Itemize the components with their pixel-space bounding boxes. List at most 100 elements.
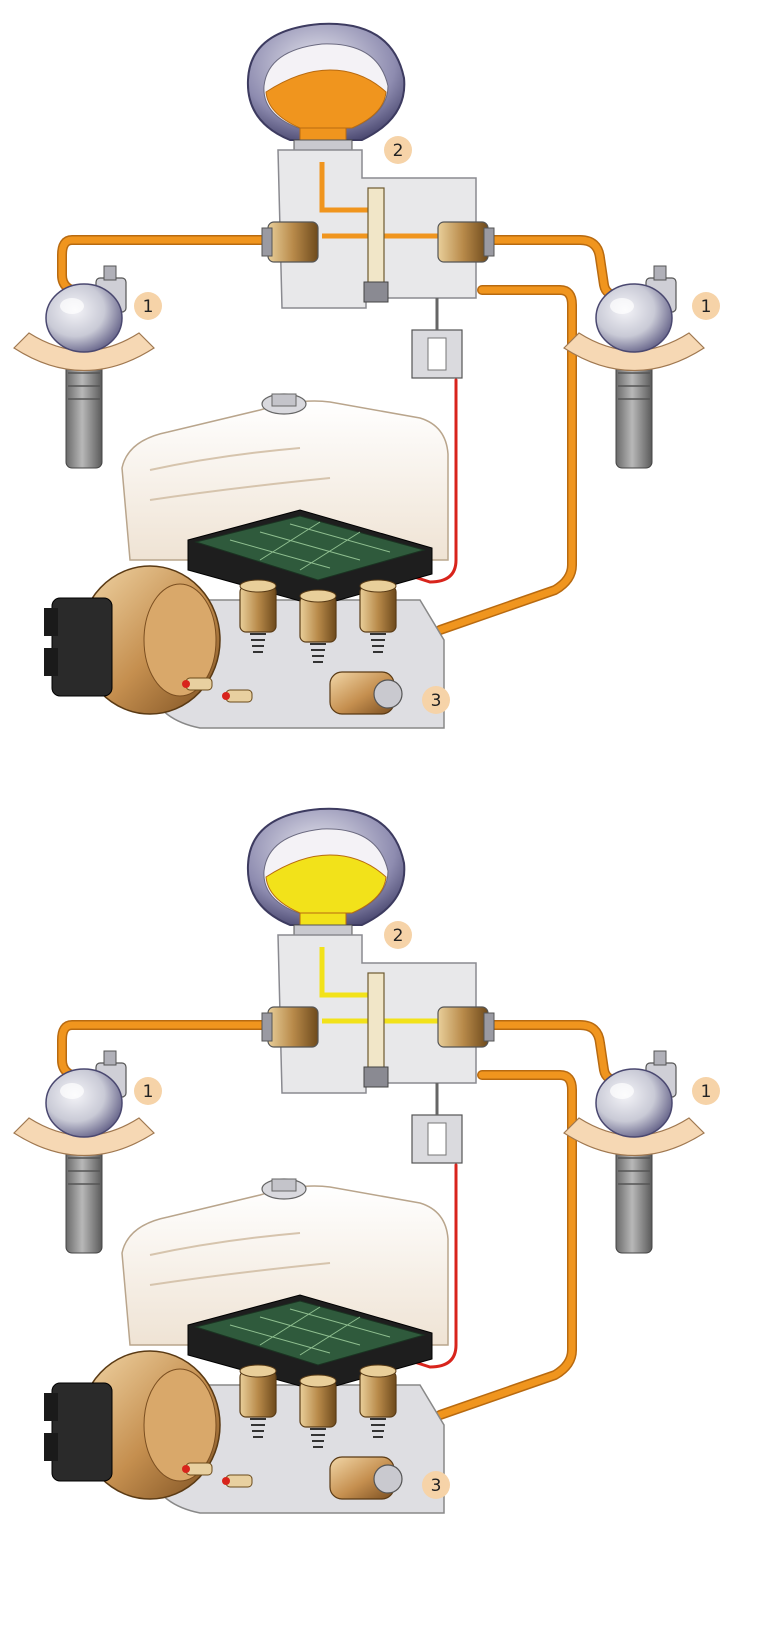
spool-valve-end xyxy=(363,1066,389,1088)
callout-left-sphere: 1 xyxy=(134,1077,162,1105)
right-sphere-unit-sphere xyxy=(595,283,673,353)
fluid-reservoir xyxy=(121,393,449,561)
left-sphere-unit-sphere xyxy=(45,283,123,353)
fluid-reservoir xyxy=(121,1178,449,1346)
solenoid-valve-3 xyxy=(359,1370,397,1418)
signal-wire xyxy=(403,1163,458,1369)
callout-right-sphere-label: 1 xyxy=(701,297,712,317)
spool-valve-end xyxy=(363,281,389,303)
pump-outlet-2-tip xyxy=(222,1477,230,1485)
callout-accumulator-label: 2 xyxy=(393,926,404,946)
return-line xyxy=(436,286,576,634)
spool-valve xyxy=(367,972,385,1070)
accumulator xyxy=(246,22,406,163)
pump-piston-nut xyxy=(373,679,403,709)
left-sphere-unit-strut-ribs xyxy=(68,372,100,400)
right-sphere-unit-strut-ribs xyxy=(618,1157,650,1185)
valve-block-right-port-nut xyxy=(483,1012,495,1042)
callout-left-sphere-label: 1 xyxy=(143,1082,154,1102)
valve-block-right-port xyxy=(437,221,489,263)
panel-bottom: 1 2 3 1 xyxy=(13,807,720,1514)
solenoid-valve-2-top xyxy=(299,589,337,603)
callout-pump-unit-label: 3 xyxy=(431,1476,442,1496)
electrical-connector-pin-lower xyxy=(44,648,58,676)
pressure-sensor-window xyxy=(427,337,447,371)
valve-block-left-port-nut xyxy=(261,227,273,257)
circuit-board xyxy=(194,515,426,581)
callout-right-sphere: 1 xyxy=(692,292,720,320)
solenoid-valve-1-spring xyxy=(250,1418,266,1438)
solenoid-valve-1-spring xyxy=(250,633,266,653)
solenoid-valve-3-spring xyxy=(370,1418,386,1438)
electrical-connector xyxy=(51,1382,113,1482)
circuit-board xyxy=(194,1300,426,1366)
electrical-connector-pin-upper xyxy=(44,1393,58,1421)
left-sphere-unit-strut xyxy=(65,357,103,469)
pump-motor-end-cap xyxy=(143,583,217,697)
callout-right-sphere-label: 1 xyxy=(701,1082,712,1102)
callout-accumulator: 2 xyxy=(384,921,412,949)
pressure-sensor-window xyxy=(427,1122,447,1156)
right-sphere-unit xyxy=(563,1050,705,1254)
callout-right-sphere-circle xyxy=(692,1077,720,1105)
callout-accumulator-circle xyxy=(384,921,412,949)
left-sphere-unit-valve-stem xyxy=(103,265,117,281)
fluid-reservoir-cap-top xyxy=(271,393,297,407)
accumulator xyxy=(246,807,406,948)
fluid-reservoir-ribs xyxy=(149,447,331,501)
accumulator-collar xyxy=(293,139,353,151)
pump-outlet-2-tip xyxy=(222,692,230,700)
valve-block-right-port xyxy=(437,1006,489,1048)
left-sphere-unit-sphere-highlight xyxy=(60,1083,84,1099)
left-sphere-unit-valve-stem xyxy=(103,1050,117,1066)
callout-left-sphere-circle xyxy=(134,292,162,320)
left-sphere-unit-strut-ribs xyxy=(68,1157,100,1185)
valve-block-right-port-nut xyxy=(483,227,495,257)
solenoid-valve-2 xyxy=(299,595,337,643)
right-sphere-unit-strut xyxy=(615,1142,653,1254)
signal-wire xyxy=(403,378,458,584)
left-sphere-unit xyxy=(13,1050,155,1254)
solenoid-valve-2-spring xyxy=(310,643,326,663)
valve-block-left-port xyxy=(267,1006,319,1048)
solenoid-valve-1 xyxy=(239,1370,277,1418)
callout-accumulator-circle xyxy=(384,136,412,164)
callout-pump-unit-circle xyxy=(422,686,450,714)
electrical-connector-pin-upper xyxy=(44,608,58,636)
valve-block-left-port xyxy=(267,221,319,263)
valve-block-left-port-nut xyxy=(261,1012,273,1042)
accumulator-fluid xyxy=(265,854,387,914)
left-sphere-unit xyxy=(13,265,155,469)
solenoid-valve-3 xyxy=(359,585,397,633)
pump-outlet-1-tip xyxy=(182,680,190,688)
callout-accumulator-label: 2 xyxy=(393,141,404,161)
right-sphere-unit-strut-ribs xyxy=(618,372,650,400)
solenoid-valve-3-top xyxy=(359,1364,397,1378)
solenoid-valve-3-spring xyxy=(370,633,386,653)
solenoid-valve-1 xyxy=(239,585,277,633)
pump-outlet-1-tip xyxy=(182,1465,190,1473)
return-line xyxy=(436,1071,576,1419)
solenoid-valve-3-top xyxy=(359,579,397,593)
fluid-reservoir-ribs xyxy=(149,1232,331,1286)
right-sphere-unit-sphere-highlight xyxy=(610,1083,634,1099)
pump-piston-nut xyxy=(373,1464,403,1494)
right-sphere-unit-sphere-highlight xyxy=(610,298,634,314)
right-sphere-unit-valve-stem xyxy=(653,1050,667,1066)
pump-unit xyxy=(44,1294,445,1514)
callout-right-sphere: 1 xyxy=(692,1077,720,1105)
right-sphere-unit xyxy=(563,265,705,469)
valve-block xyxy=(261,934,495,1164)
callout-left-sphere-circle xyxy=(134,1077,162,1105)
solenoid-valve-2 xyxy=(299,1380,337,1428)
callout-pump-unit: 3 xyxy=(422,686,450,714)
fluid-reservoir-cap-top xyxy=(271,1178,297,1192)
callout-right-sphere-circle xyxy=(692,292,720,320)
solenoid-valve-2-top xyxy=(299,1374,337,1388)
callout-pump-unit-circle xyxy=(422,1471,450,1499)
solenoid-valve-1-top xyxy=(239,1364,277,1378)
solenoid-valve-2-spring xyxy=(310,1428,326,1448)
electrical-connector xyxy=(51,597,113,697)
